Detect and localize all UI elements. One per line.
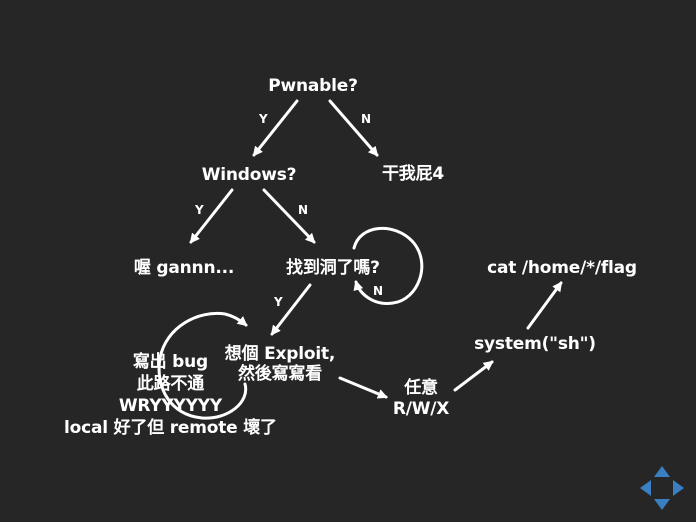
edge-find-bug-to-exploit — [270, 283, 312, 336]
edge-label-windows-no: N — [298, 203, 309, 217]
node-no-pwn: 干我屁4 — [381, 164, 445, 184]
node-system: system("sh") — [474, 334, 596, 354]
edge-exploit-self-loop — [157, 311, 248, 420]
edge-label-find-bug-yes: Y — [274, 295, 283, 309]
edge-pwnable-to-windows — [252, 99, 299, 157]
edge-label-pwnable-yes: Y — [259, 112, 268, 126]
node-rwx: 任意 R/W/X — [392, 378, 450, 419]
node-pwnable: Pwnable? — [268, 76, 358, 96]
node-failures: 寫出 bug 此路不通 WRYYYYYY local 好了但 remote 壞了 — [64, 352, 277, 438]
edge-label-find-bug-no: N — [373, 284, 384, 298]
edge-rwx-to-system — [453, 360, 494, 392]
navigation-arrows-icon[interactable] — [638, 464, 686, 512]
edge-exploit-to-rwx — [338, 376, 388, 399]
node-windows-yes: 喔 gannn... — [133, 258, 235, 278]
edge-windows-to-find-bug — [262, 188, 316, 244]
node-flag: cat /home/*/flag — [487, 258, 637, 278]
node-exploit: 想個 Exploit, 然後寫寫看 — [224, 344, 336, 384]
edge-windows-to-yes — [189, 188, 234, 244]
node-find-bug: 找到洞了嗎? — [286, 258, 380, 278]
node-windows: Windows? — [201, 165, 297, 185]
edge-find-bug-self-loop — [352, 227, 424, 305]
edge-pwnable-to-no — [328, 99, 379, 157]
edge-label-pwnable-no: N — [361, 112, 372, 126]
edge-system-to-flag — [526, 281, 563, 330]
edge-label-windows-yes: Y — [195, 203, 204, 217]
